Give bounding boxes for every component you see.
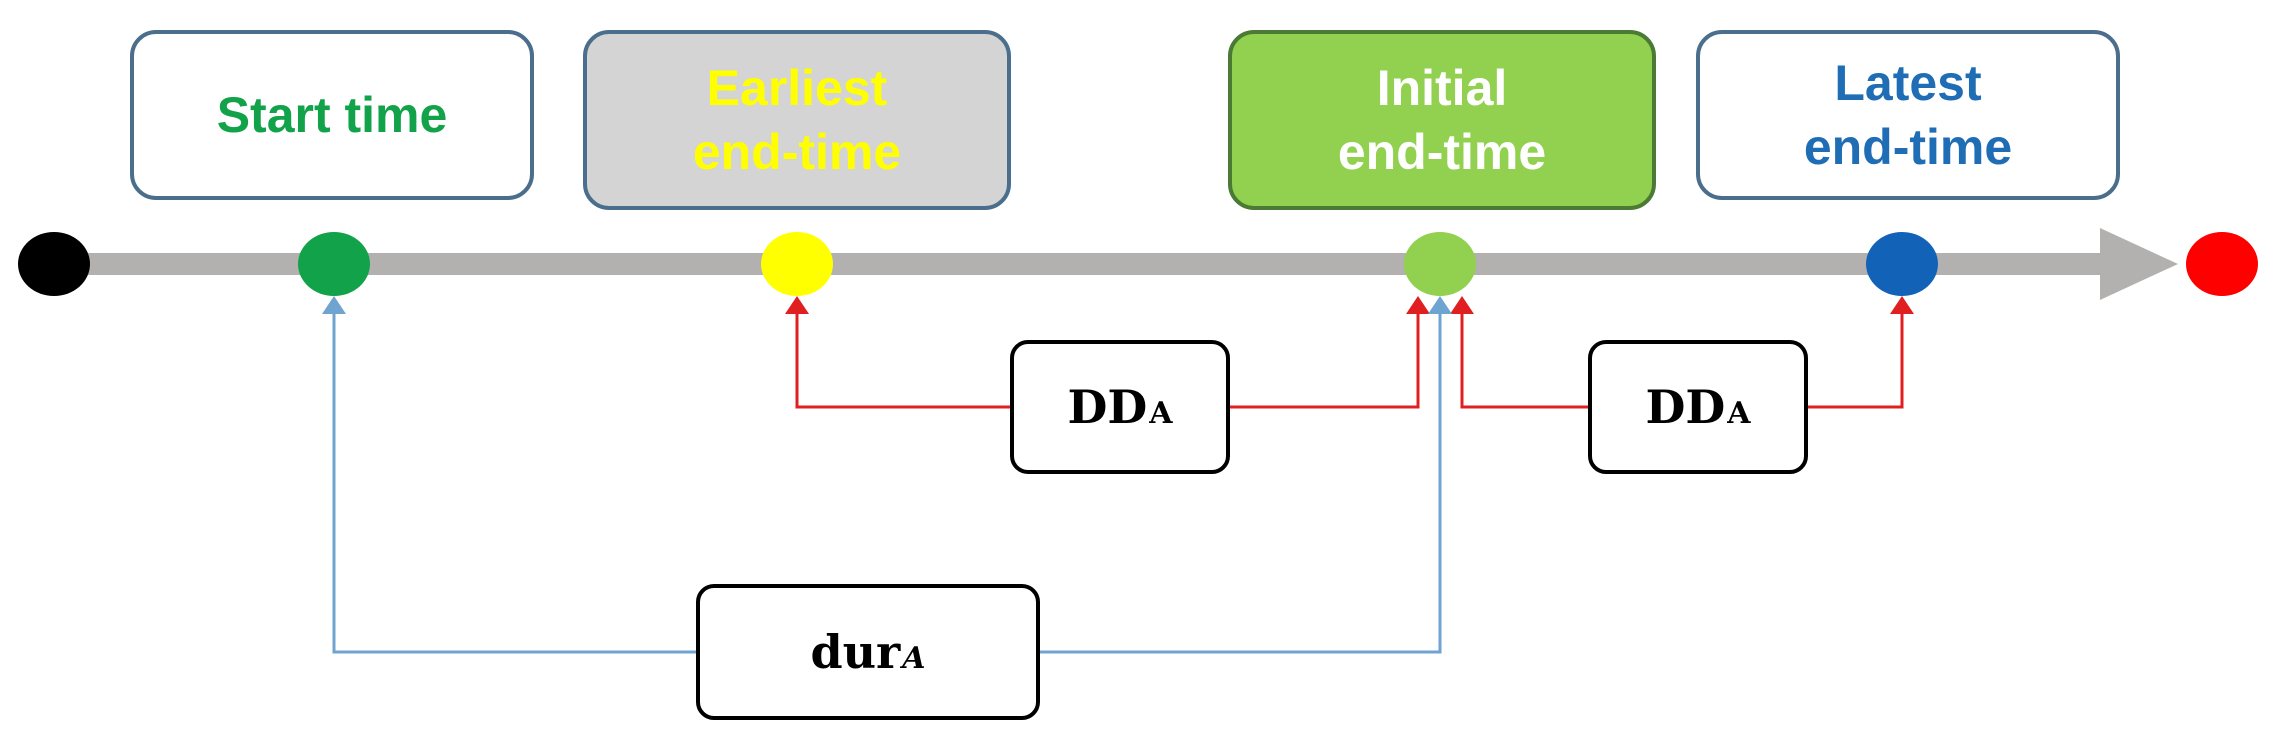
initial-end-time-point [1404, 232, 1476, 296]
latest-end-time-label-line1: Latest [1834, 55, 1982, 111]
earliest-end-time-label-line1: Earliest [706, 60, 888, 116]
duration-main: dur [810, 625, 901, 679]
duration-sub: A [902, 640, 926, 676]
duration-arrowhead-initial [1428, 296, 1452, 314]
duration-connector-right [1038, 312, 1442, 654]
duration-connector-left [332, 312, 698, 654]
earliest-end-time-box: Earliest end-time [583, 30, 1011, 210]
origin-point [18, 232, 90, 296]
dd-left-connector-right [1228, 312, 1420, 409]
initial-end-time-label-line2: end-time [1337, 124, 1547, 180]
start-time-point [298, 232, 370, 296]
duration-arrowhead-start [322, 296, 346, 314]
start-time-label: Start time [216, 87, 448, 143]
latest-end-time-label-line2: end-time [1803, 119, 2013, 175]
latest-end-time-point [1866, 232, 1938, 296]
initial-end-time-box: Initial end-time [1228, 30, 1656, 210]
initial-end-time-label-line1: Initial [1376, 60, 1508, 116]
dd-right-arrowhead-latest [1890, 296, 1914, 314]
dd-right-main: DD [1645, 380, 1726, 434]
start-time-box: Start time [130, 30, 534, 200]
dd-left-connector [795, 312, 1012, 409]
dd-left-sub: A [1149, 395, 1173, 431]
earliest-end-time-point [761, 232, 833, 296]
dd-right-connector [1460, 312, 1590, 409]
timeline-arrowhead [2100, 228, 2178, 300]
end-point [2186, 232, 2258, 296]
dd-right-arrowhead-initial [1450, 296, 1474, 314]
dd-left-main: DD [1067, 380, 1148, 434]
dd-left-arrowhead-earliest [785, 296, 809, 314]
dd-left-arrowhead-initial [1406, 296, 1430, 314]
timeline-bar [60, 253, 2110, 275]
dd-right-sub: A [1727, 395, 1751, 431]
latest-end-time-box: Latest end-time [1696, 30, 2120, 200]
dd-right-connector-right [1806, 312, 1904, 409]
earliest-end-time-label-line2: end-time [692, 124, 902, 180]
